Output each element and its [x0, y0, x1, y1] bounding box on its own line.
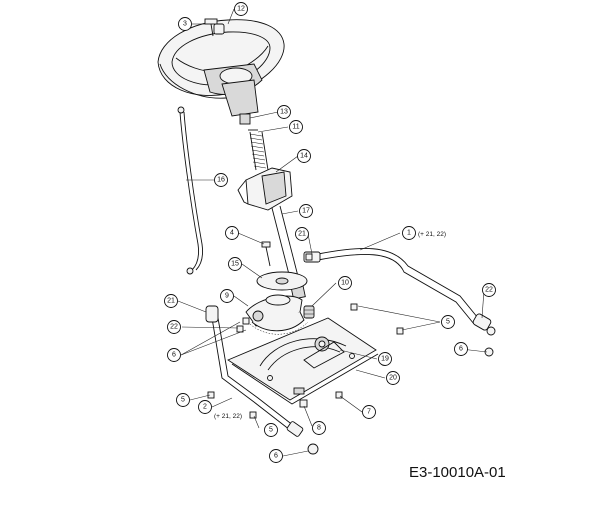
bolt-3 [204, 18, 218, 37]
callout-label: 5 [269, 427, 273, 434]
note-drag-link: (+ 21, 22) [214, 413, 242, 420]
steering-column [239, 113, 269, 171]
callout-2: 2 [198, 400, 212, 414]
callout-label: 3 [183, 21, 187, 28]
callout-19: 19 [378, 352, 392, 366]
callout-6-left: 6 [167, 348, 181, 362]
callout-label: 16 [217, 177, 225, 184]
callout-label: 1 [407, 230, 411, 237]
callout-1: 1 [402, 226, 416, 240]
callouts: 3 12 13 11 14 16 17 21 4 1 15 10 9 22 21… [164, 2, 496, 463]
callout-15: 15 [228, 257, 242, 271]
callout-7: 7 [362, 405, 376, 419]
callout-label: 6 [172, 352, 176, 359]
callout-14: 14 [297, 149, 311, 163]
steering-plate [227, 317, 379, 405]
callout-17: 17 [299, 204, 313, 218]
callout-5-bottom: 5 [264, 423, 278, 437]
callout-label: 21 [167, 298, 175, 305]
diagram-code: E3-10010A-01 [409, 464, 506, 481]
callout-21-upper: 21 [295, 227, 309, 241]
callout-3: 3 [178, 17, 192, 31]
drag-link [205, 305, 304, 437]
callout-22-left: 22 [167, 320, 181, 334]
callout-22-right: 22 [482, 283, 496, 297]
callout-label: 19 [381, 356, 389, 363]
callout-5-right: 5 [441, 315, 455, 329]
callout-label: 11 [292, 124, 299, 131]
callout-label: 20 [389, 375, 397, 382]
throttle-rod [177, 106, 203, 275]
callout-label: 4 [230, 230, 234, 237]
leader-lines [177, 8, 488, 457]
hardware [207, 253, 494, 455]
callout-label: 15 [231, 261, 239, 268]
callout-label: 6 [459, 346, 463, 353]
steering-wheel [157, 19, 285, 117]
callout-label: 17 [302, 208, 310, 215]
callout-21-left: 21 [164, 294, 178, 308]
callout-label: 14 [300, 153, 308, 160]
callout-9: 9 [220, 289, 234, 303]
callout-16: 16 [214, 173, 228, 187]
callout-label: 5 [181, 397, 185, 404]
callout-label: 9 [225, 293, 229, 300]
callout-label: 2 [203, 404, 207, 411]
washer-and-bolt [256, 241, 308, 291]
callout-4: 4 [225, 226, 239, 240]
callout-10: 10 [338, 276, 352, 290]
callout-11: 11 [289, 120, 303, 134]
callout-label: 10 [341, 280, 349, 287]
callout-label: 22 [170, 324, 178, 331]
callout-label: 21 [298, 231, 306, 238]
callout-label: 22 [485, 287, 493, 294]
callout-12: 12 [234, 2, 248, 16]
callout-5-left: 5 [176, 393, 190, 407]
callout-13: 13 [277, 105, 291, 119]
callout-label: 6 [274, 453, 278, 460]
callout-8: 8 [312, 421, 326, 435]
callout-6-right: 6 [454, 342, 468, 356]
callout-label: 7 [367, 409, 371, 416]
note-tie-rod: (+ 21, 22) [418, 231, 446, 238]
callout-20: 20 [386, 371, 400, 385]
sector-gear [245, 294, 309, 335]
callout-label: 5 [446, 319, 450, 326]
callout-label: 8 [317, 425, 321, 432]
pinion [303, 305, 315, 319]
callout-6-bottom: 6 [269, 449, 283, 463]
column-bracket [237, 167, 293, 211]
callout-label: 12 [237, 6, 245, 13]
callout-label: 13 [280, 109, 288, 116]
